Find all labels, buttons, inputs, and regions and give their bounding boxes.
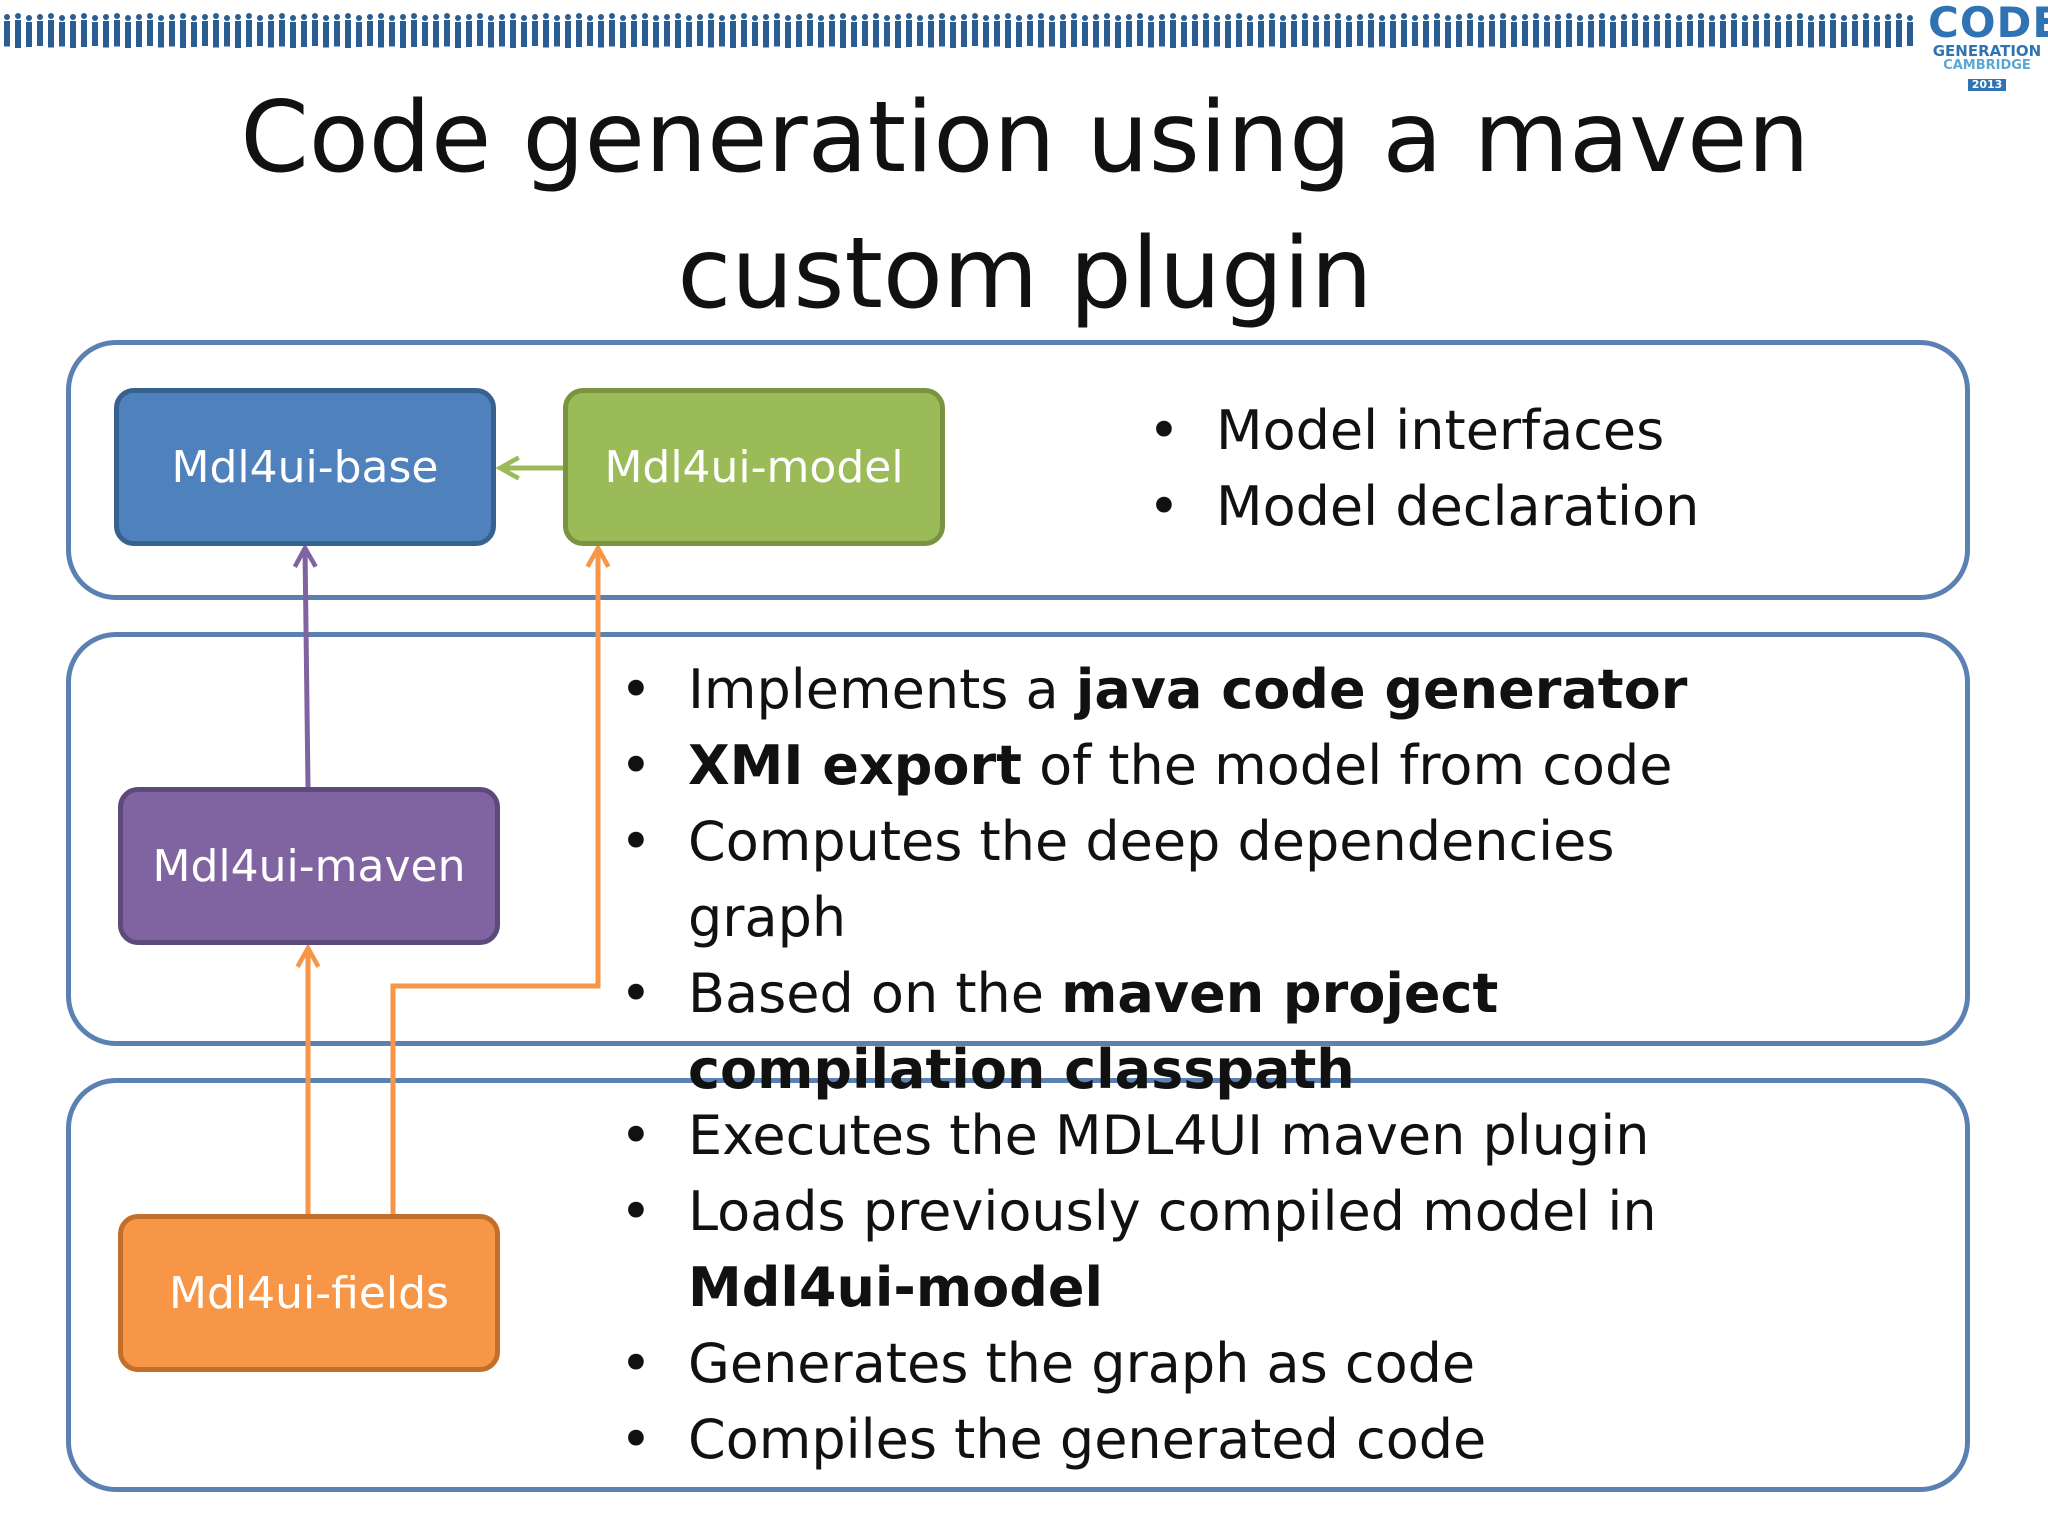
bullet-item: Generates the graph as code (620, 1326, 1820, 1402)
bullet-item: Model interfaces (1148, 393, 1908, 469)
bullet-text: of the model from code (1021, 734, 1673, 797)
node-mdl4ui-base: Mdl4ui-base (114, 388, 496, 546)
bullet-text: Loads previously compiled model in (688, 1180, 1657, 1243)
bullet-text: Model interfaces (1216, 399, 1665, 462)
bullet-text: Computes the deep dependencies graph (688, 810, 1615, 949)
bullets-middle: Implements a java code generatorXMI expo… (620, 652, 1780, 1108)
bullet-item: Based on the maven project compilation c… (620, 956, 1780, 1108)
arrow-fields-to-model (390, 548, 598, 1214)
bullets-bottom: Executes the MDL4UI maven pluginLoads pr… (620, 1098, 1820, 1478)
node-mdl4ui-model: Mdl4ui-model (563, 388, 945, 546)
arrow-maven-to-base (305, 548, 308, 788)
logo-line-4: 2013 (1967, 79, 2007, 91)
bullet-bold-text: Mdl4ui-model (688, 1256, 1103, 1319)
bullet-item: Computes the deep dependencies graph (620, 804, 1780, 956)
code-generation-logo: CODE GENERATION CAMBRIDGE 2013 (1928, 0, 2048, 91)
logo-line-1: CODE (1928, 0, 2048, 47)
people-banner-decoration (4, 13, 1913, 48)
bullet-item: XMI export of the model from code (620, 728, 1780, 804)
node-mdl4ui-fields: Mdl4ui-fields (118, 1214, 500, 1372)
bullet-item: Executes the MDL4UI maven plugin (620, 1098, 1820, 1174)
bullet-item: Implements a java code generator (620, 652, 1780, 728)
bullet-item: Loads previously compiled model in Mdl4u… (620, 1174, 1820, 1326)
bullet-bold-text: java code generator (1075, 658, 1688, 721)
bullet-bold-text: XMI export (688, 734, 1022, 797)
bullet-text: Executes the MDL4UI maven plugin (688, 1104, 1650, 1167)
logo-line-3: CAMBRIDGE (1943, 58, 2031, 73)
bullet-item: Compiles the generated code (620, 1402, 1820, 1478)
bullet-bold-text: maven project compilation classpath (688, 962, 1499, 1101)
bullet-text: Model declaration (1216, 475, 1700, 538)
slide-title: Code generation using a maven custom plu… (240, 81, 1810, 331)
bullet-item: Model declaration (1148, 469, 1908, 545)
bullet-text: Compiles the generated code (688, 1408, 1487, 1471)
bullets-top: Model interfacesModel declaration (1148, 393, 1908, 545)
bullet-text: Implements a (688, 658, 1076, 721)
logo-line-2: GENERATION (1932, 42, 2042, 60)
node-mdl4ui-maven: Mdl4ui-maven (118, 787, 500, 945)
bullet-text: Based on the (688, 962, 1062, 1025)
bullet-text: Generates the graph as code (688, 1332, 1476, 1395)
